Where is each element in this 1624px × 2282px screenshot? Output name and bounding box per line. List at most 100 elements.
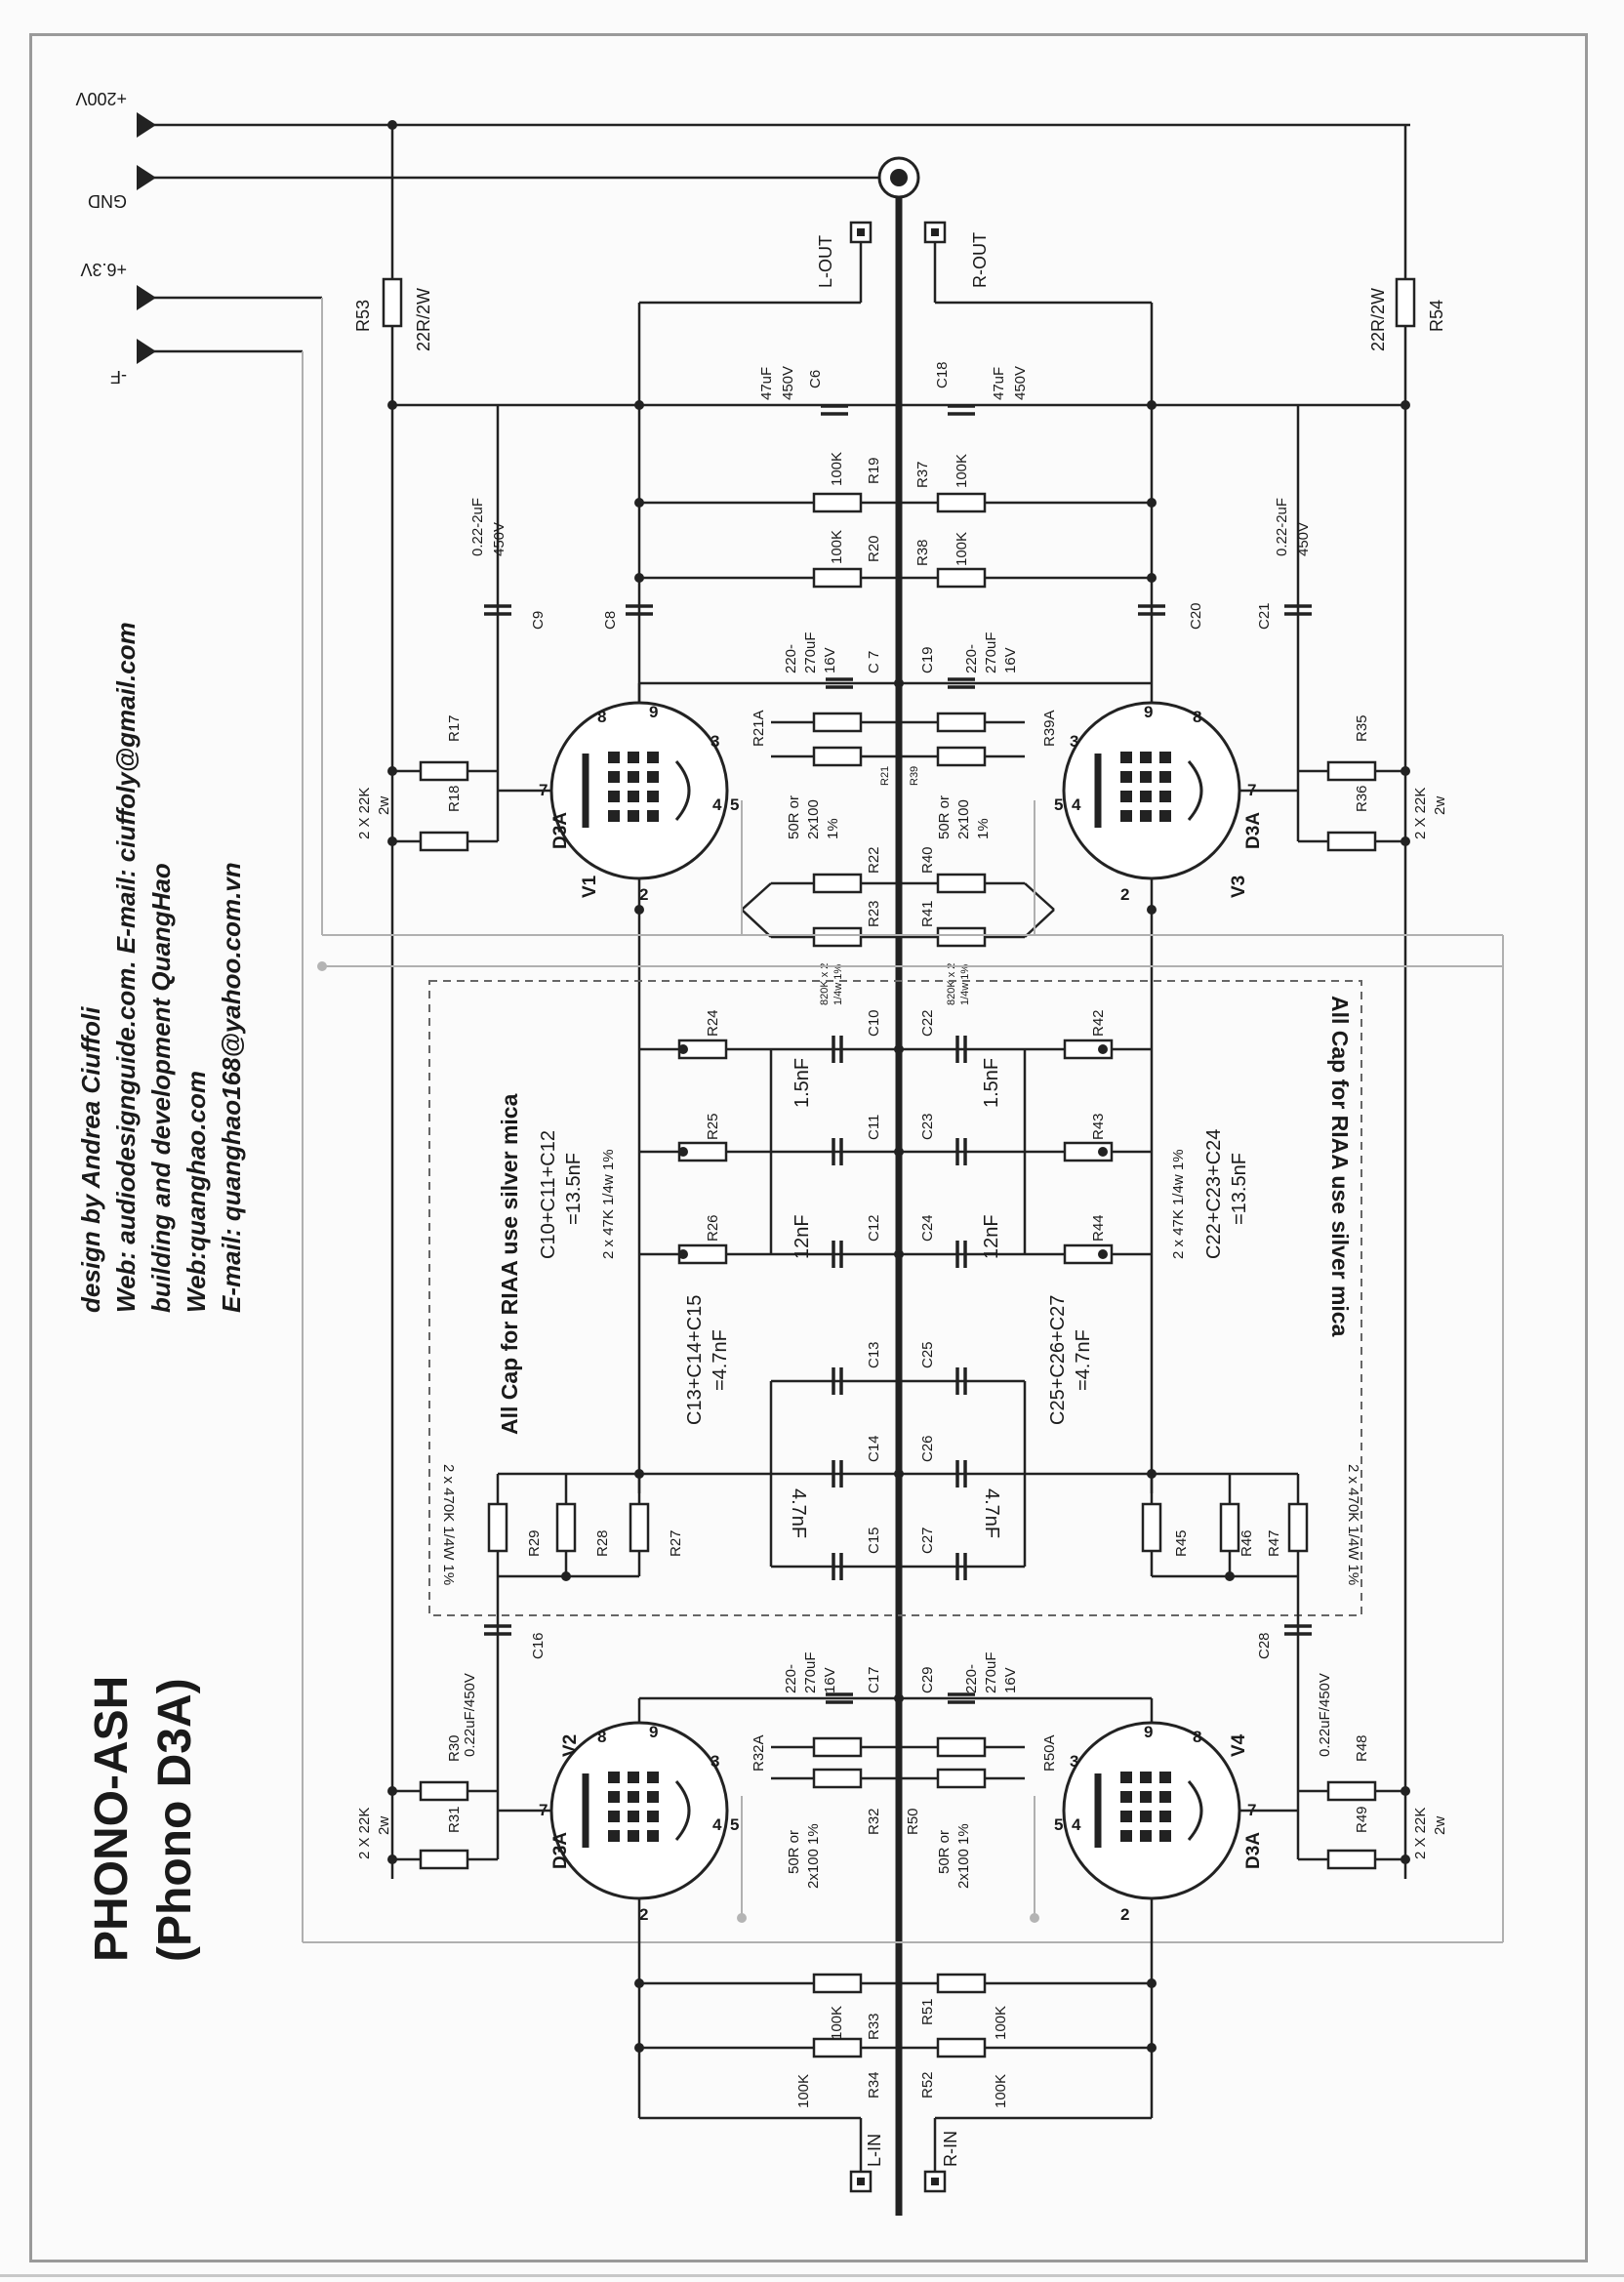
resistor-r17 — [419, 760, 469, 782]
val-c18-v: 450V — [1012, 366, 1029, 400]
val-c17-1: 220- — [783, 1664, 799, 1693]
note-r39-1: 50R or — [936, 795, 953, 839]
resistor-r22 — [812, 873, 863, 894]
ref-r43: R43 — [1090, 1113, 1107, 1140]
label-b200: +200V — [75, 89, 127, 108]
ref-r37: R37 — [914, 461, 931, 488]
ref-c21: C21 — [1256, 602, 1273, 630]
note-r21-1: 50R or — [786, 795, 802, 839]
ref-r32: R32 — [866, 1808, 882, 1835]
resistor-r52 — [936, 2037, 987, 2058]
ref-c19: C19 — [919, 646, 936, 673]
val-r48-r49-w: 2w — [1432, 1816, 1448, 1835]
note-r32-1: 50R or — [786, 1830, 802, 1874]
resistor-r27 — [629, 1502, 650, 1553]
val-r38: 100K — [954, 532, 970, 566]
page-subtitle: (Phono D3A) — [149, 1678, 201, 1962]
val-c28: 0.22uF/450V — [1317, 1673, 1333, 1757]
note-c10-12-val: =13.5nF — [563, 1153, 585, 1225]
ref-r21: R21 — [879, 766, 891, 786]
val-r20: 100K — [829, 530, 845, 564]
ref-c6: C6 — [807, 370, 824, 388]
val-r52: 100K — [993, 2074, 1009, 2108]
pin-v1-9: 9 — [649, 703, 658, 721]
pin-v4-8: 8 — [1193, 1728, 1201, 1746]
ref-c17: C17 — [866, 1666, 882, 1693]
val-r17-r18-w: 2w — [376, 796, 392, 815]
val-c21: 0.22-2uF — [1274, 498, 1290, 556]
r-out-terminal[interactable] — [923, 221, 947, 244]
ref-c10: C10 — [866, 1009, 882, 1037]
l-in-terminal[interactable] — [849, 2170, 873, 2193]
capacitor-c18 — [946, 404, 977, 416]
note-r27-29: 2 x 470K 1/4W 1% — [440, 1464, 457, 1585]
val-c6-v: 450V — [780, 366, 796, 400]
note-r39-3: 1% — [975, 818, 992, 839]
resistor-r29 — [487, 1502, 508, 1553]
val-r33: 100K — [829, 2006, 845, 2040]
note-c25-27-val: =4.7nF — [1073, 1329, 1094, 1391]
r-in-terminal[interactable] — [923, 2170, 947, 2193]
val-r53: 22R/2W — [414, 288, 433, 351]
ref-r31: R31 — [446, 1806, 463, 1833]
val-c7-3: 16V — [822, 647, 838, 673]
ref-r51: R51 — [919, 1998, 936, 2025]
val-c19-2: 270uF — [983, 632, 999, 673]
ref-c16: C16 — [530, 1632, 547, 1659]
note-r21-3: 1% — [825, 818, 841, 839]
note-riaa-right: All Cap for RIAA use silver mica — [1327, 996, 1353, 1337]
resistor-r48 — [1326, 1780, 1377, 1802]
pin-v1-4: 4 — [712, 795, 722, 814]
pin-v1-3: 3 — [710, 732, 719, 751]
note-r21-2: 2x100 — [805, 799, 822, 839]
val-c24: 12nF — [981, 1214, 1002, 1259]
resistor-r20 — [812, 567, 863, 589]
val-r34: 100K — [795, 2074, 812, 2108]
ref-r50a: R50A — [1041, 1734, 1058, 1772]
resistor-r30 — [419, 1780, 469, 1802]
l-out-terminal[interactable] — [849, 221, 873, 244]
ref-r39: R39 — [909, 766, 920, 786]
label-v2: V2 — [560, 1734, 581, 1757]
pin-v1-5: 5 — [730, 795, 739, 814]
resistor-r49 — [1326, 1849, 1377, 1870]
page-title: PHONO-ASH — [86, 1676, 138, 1962]
ref-r30: R30 — [446, 1734, 463, 1762]
val-r48-r49: 2 X 22K — [1412, 1808, 1429, 1859]
ref-c24: C24 — [919, 1214, 936, 1242]
note-r41-820k: 820K x 2 — [946, 963, 957, 1005]
label-v1-type: D3A — [550, 812, 571, 849]
resistor-r41 — [936, 926, 987, 948]
credit-line-2: Web: audiodesignguide.com. E-mail: ciuff… — [111, 622, 141, 1313]
resistor-r39 — [936, 746, 987, 767]
ref-c8: C8 — [602, 611, 619, 630]
pin-v3-5: 5 — [1054, 795, 1063, 814]
val-r17-r18: 2 X 22K — [356, 788, 373, 839]
credit-line-4: Web:quanghao.com — [182, 1071, 211, 1313]
rail-b200 — [137, 112, 1410, 138]
credit-line-5: E-mail: quanghao168@yahoo.com.vn — [217, 862, 246, 1313]
pin-v2-3: 3 — [710, 1752, 719, 1771]
val-c17-3: 16V — [822, 1667, 838, 1693]
resistor-r53 — [382, 277, 403, 328]
val-c29-2: 270uF — [983, 1651, 999, 1693]
label-v3: V3 — [1229, 876, 1249, 898]
pin-v3-8: 8 — [1193, 708, 1201, 726]
pin-v3-2: 2 — [1120, 885, 1129, 904]
ref-c29: C29 — [919, 1666, 936, 1693]
val-c7-1: 220- — [783, 644, 799, 673]
ref-r22: R22 — [866, 846, 882, 874]
note-r50-2: 2x100 1% — [955, 1823, 972, 1889]
ref-r46: R46 — [1238, 1529, 1255, 1557]
ref-r45: R45 — [1173, 1529, 1190, 1557]
ref-r50: R50 — [905, 1808, 921, 1835]
val-r35-r36-w: 2w — [1432, 796, 1448, 815]
label-l-in: L-IN — [865, 2134, 884, 2167]
ref-r32a: R32A — [751, 1734, 767, 1772]
resistor-r39a — [936, 712, 987, 733]
resistor-r19 — [812, 492, 863, 513]
pin-v4-9: 9 — [1144, 1723, 1153, 1741]
ref-r40: R40 — [919, 846, 936, 874]
ref-r54: R54 — [1427, 300, 1446, 332]
